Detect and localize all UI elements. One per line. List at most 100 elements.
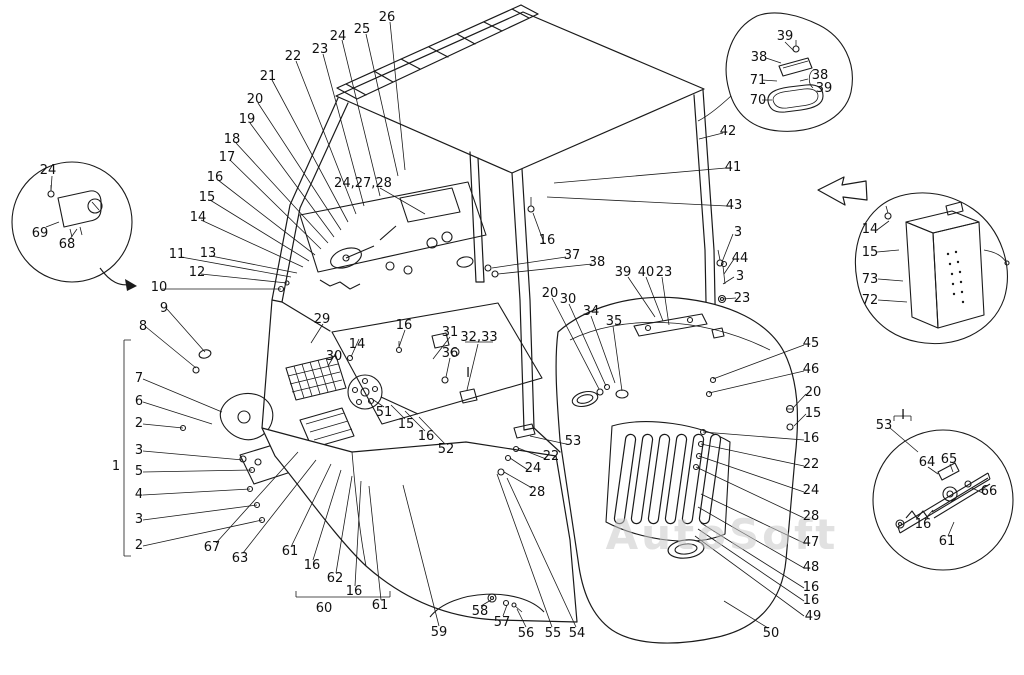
part-label: 44 (732, 251, 749, 266)
part-label: 11 (169, 247, 186, 262)
part-label: 13 (200, 246, 217, 261)
part-label: 64 (919, 455, 936, 470)
part-label: 39 (615, 265, 632, 280)
part-label: 14 (190, 210, 207, 225)
steering-wheel (330, 247, 362, 269)
part-label: 22 (803, 457, 820, 472)
part-label: 68 (59, 237, 76, 252)
headlight (667, 539, 705, 559)
inset-washer-tank (817, 176, 1010, 345)
part-label: 49 (805, 609, 822, 624)
part-label: 65 (941, 452, 958, 467)
part-label: 42 (720, 124, 737, 139)
part-labels: 262524232221201918171615141311121024,27,… (32, 10, 998, 641)
part-label: 47 (803, 535, 820, 550)
part-label: 34 (583, 304, 600, 319)
part-label: 46 (803, 362, 820, 377)
screw (47, 190, 55, 198)
part-label: 2 (135, 538, 143, 553)
grille (605, 421, 731, 542)
part-label: 9 (160, 301, 168, 316)
part-label: 38 (812, 68, 829, 83)
part-label: 71 (750, 73, 767, 88)
part-label: 5 (135, 464, 143, 479)
part-label: 36 (442, 346, 459, 361)
part-label: 45 (803, 336, 820, 351)
hub-part (347, 374, 383, 410)
part-label: 14 (349, 337, 366, 352)
part-label: 73 (862, 272, 879, 287)
part-label: 23 (734, 291, 751, 306)
part-label: 16 (803, 431, 820, 446)
part-label: 48 (803, 560, 820, 575)
part-label: 3 (135, 443, 143, 458)
part-label: 31 (442, 325, 459, 340)
part-label: 35 (606, 314, 623, 329)
watermark-text: AutoSoft (606, 510, 839, 559)
part-label: 22 (543, 449, 560, 464)
part-label: I (466, 366, 470, 381)
part-label: 3 (736, 269, 744, 284)
part-label: 16 (207, 170, 224, 185)
part-label: 16 (915, 517, 932, 532)
part-label: 39 (777, 29, 794, 44)
part-label: 53 (565, 434, 582, 449)
part-label: 38 (751, 50, 768, 65)
part-label: 67 (204, 540, 221, 555)
part-label: 50 (763, 626, 780, 641)
part-label: 61 (282, 544, 299, 559)
part-label: 24 (803, 483, 820, 498)
part-label: 37 (564, 248, 581, 263)
part-label: 2 (135, 416, 143, 431)
pointer-arrow (817, 176, 868, 206)
part-label: 51 (376, 405, 393, 420)
part-label: 23 (656, 265, 673, 280)
part-label: 10 (151, 280, 168, 295)
part-label: 17 (219, 150, 236, 165)
part-label: 39 (816, 81, 833, 96)
mirror-bracket (778, 57, 813, 77)
part-label: 20 (542, 286, 559, 301)
part-label: 15 (398, 417, 415, 432)
dash-assembly (299, 181, 487, 290)
part-label: 1 (112, 459, 120, 474)
part-label: 43 (726, 198, 743, 213)
part-label: 24 (40, 163, 57, 178)
part-label: 61 (372, 598, 389, 613)
part-label: 55 (545, 626, 562, 641)
part-label: 24 (330, 29, 347, 44)
inset-mirror (697, 12, 853, 132)
part-label: 16 (396, 318, 413, 333)
part-label: 28 (529, 485, 546, 500)
part-label: 30 (560, 292, 577, 307)
part-label: I (901, 408, 905, 423)
part-label: 6 (135, 394, 143, 409)
latch-part (513, 423, 536, 439)
part-label: 3 (135, 512, 143, 527)
part-label: 26 (379, 10, 396, 25)
part-label: 57 (494, 615, 511, 630)
floor-pan (331, 302, 543, 425)
part-label: 19 (239, 112, 256, 127)
part-label: 56 (518, 626, 535, 641)
part-label: 12 (189, 265, 206, 280)
part-label: 52 (438, 442, 455, 457)
part-label: 38 (589, 255, 606, 270)
part-label: 7 (135, 371, 143, 386)
hood-assembly (555, 296, 799, 644)
part-label: 18 (224, 132, 241, 147)
part-label: 60 (316, 601, 333, 616)
part-label: 40 (638, 265, 655, 280)
inset-wiper-detail (872, 415, 1014, 571)
part-label: 29 (314, 312, 331, 327)
part-label: 3 (734, 225, 742, 240)
part-label: 16 (304, 558, 321, 573)
part-label: 28 (803, 509, 820, 524)
part-label: 66 (981, 484, 998, 499)
part-label: 58 (472, 604, 489, 619)
part-label: 8 (139, 319, 147, 334)
part-label: 25 (354, 22, 371, 37)
part-label: 16 (803, 593, 820, 608)
